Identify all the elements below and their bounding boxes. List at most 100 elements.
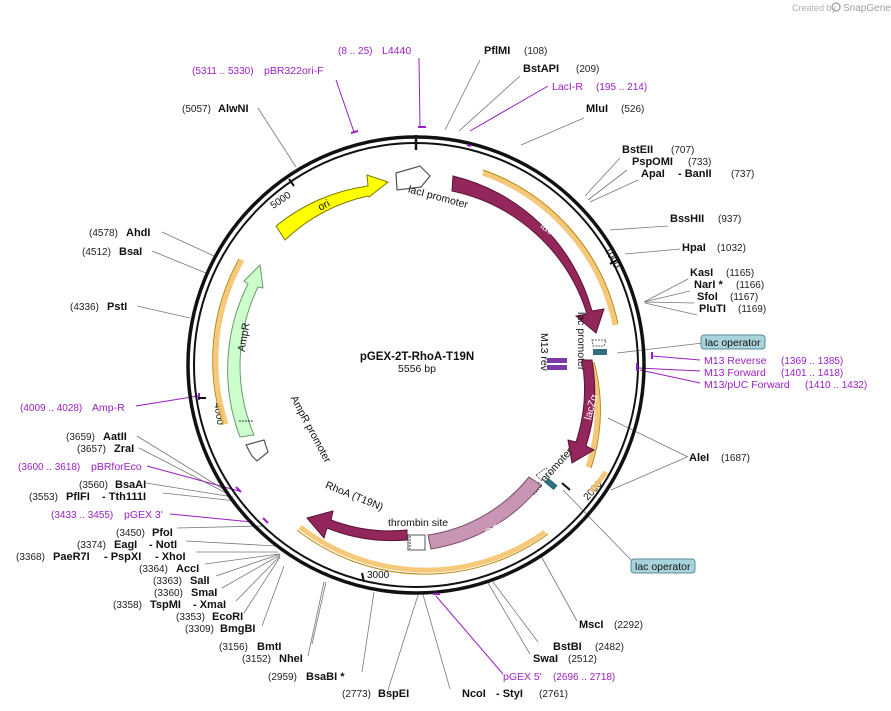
ampr-feature — [227, 263, 264, 438]
site-bstapi-pos: (209) — [576, 64, 599, 75]
site-bmti-pos: (3156) — [219, 642, 248, 653]
site-swai[interactable]: SwaI — [533, 653, 558, 665]
primer-pgex-5[interactable]: pGEX 5' — [503, 671, 542, 683]
site-swai-pos: (2512) — [568, 654, 597, 665]
primer-labels: (8 .. 25) L4440 (5311 .. 5330) pBR322ori… — [18, 45, 867, 683]
site-bmgbi-pos: (3309) — [185, 624, 214, 635]
site-nari-pos: (1166) — [736, 280, 764, 291]
site-msci[interactable]: MscI — [579, 619, 603, 631]
site-sfoi-pos: (1167) — [730, 292, 758, 303]
site-pfoi-pos: (3450) — [116, 528, 145, 539]
lac-operator-callout-2[interactable] — [630, 558, 696, 574]
site-sali-pos: (3363) — [153, 576, 182, 587]
site-sfoi[interactable]: SfoI — [697, 291, 718, 303]
site-tspmi[interactable]: TspMI — [150, 599, 181, 611]
site-aatii[interactable]: AatII — [103, 431, 127, 443]
plasmid-name: pGEX-2T-RhoA-T19N — [360, 351, 474, 363]
primer-pbrforeco-pos: (3600 .. 3618) — [18, 462, 80, 473]
primer-pbr322ori-f[interactable]: pBR322ori-F — [264, 65, 324, 77]
lac-promoter-label: lac promoter — [575, 312, 587, 371]
site-bspei[interactable]: BspEI — [378, 688, 409, 700]
primer-l4440[interactable]: L4440 — [382, 45, 411, 57]
site-bsaai[interactable]: BsaAI — [115, 479, 146, 491]
primer-pgex-3-pos: (3433 .. 3455) — [51, 510, 113, 521]
site-pspxi[interactable]: - PspXI — [104, 551, 141, 563]
site-tth111i[interactable]: - Tth111I — [102, 491, 146, 503]
site-eagi[interactable]: EagI — [114, 539, 137, 551]
site-bsabi[interactable]: BsaBI * — [306, 671, 345, 683]
snapgene-logo-icon — [831, 2, 841, 12]
primer-m13-puc-forward[interactable]: M13/pUC Forward — [704, 379, 790, 391]
site-bsshii[interactable]: BssHII — [670, 213, 704, 225]
restriction-sites-left: (2773) BspEI (2959) BsaBI * (3152) NheI … — [16, 103, 409, 700]
primer-pgex-3[interactable]: pGEX 3' — [124, 509, 163, 521]
primer-m13-reverse-pos: (1369 .. 1385) — [781, 356, 843, 367]
rhoa-feature — [306, 510, 408, 542]
site-psti[interactable]: PstI — [107, 301, 127, 313]
ori-label: ori — [316, 198, 332, 214]
site-alwni[interactable]: AlwNI — [218, 103, 249, 115]
site-ecori-pos: (3353) — [176, 612, 205, 623]
lac-operator-block-2 — [544, 477, 558, 491]
site-acci[interactable]: AccI — [176, 563, 199, 575]
site-noti[interactable]: - NotI — [149, 539, 177, 551]
site-ahdi[interactable]: AhdI — [126, 227, 150, 239]
site-xhoi[interactable]: - XhoI — [155, 551, 186, 563]
site-bsteii-pos: (707) — [671, 145, 694, 156]
primer-laci-r[interactable]: LacI-R — [552, 81, 583, 93]
lac-operator-callout-1[interactable] — [700, 334, 766, 350]
site-bsai[interactable]: BsaI — [119, 246, 142, 258]
site-pspomi[interactable]: PspOMI — [632, 156, 673, 168]
site-bstapi[interactable]: BstAPI — [523, 63, 559, 75]
site-pfoi[interactable]: PfoI — [152, 527, 173, 539]
site-xmai[interactable]: - XmaI — [193, 599, 226, 611]
site-bmti[interactable]: BmtI — [257, 641, 281, 653]
site-bsai-pos: (4512) — [82, 247, 111, 258]
primer-m13-puc-forward-pos: (1410 .. 1432) — [805, 380, 867, 391]
primer-amp-r[interactable]: Amp-R — [92, 402, 125, 414]
tick-1000: 1000 — [602, 246, 622, 271]
site-paer7i-pos: (3368) — [16, 552, 45, 563]
site-ahdi-pos: (4578) — [89, 228, 118, 239]
primer-m13-reverse[interactable]: M13 Reverse — [704, 355, 767, 367]
site-banii[interactable]: - BanII — [678, 168, 712, 180]
plasmid-size: 5556 bp — [398, 363, 436, 375]
site-sali[interactable]: SalI — [190, 575, 210, 587]
site-styi-pos: (2761) — [539, 689, 568, 700]
site-pflmi[interactable]: PflMI — [484, 45, 510, 57]
site-kasi[interactable]: KasI — [690, 267, 713, 279]
site-mlui-pos: (526) — [621, 104, 644, 115]
site-bmgbi[interactable]: BmgBI — [220, 623, 255, 635]
primer-pgex-5-pos: (2696 .. 2718) — [553, 672, 615, 683]
site-nhei[interactable]: NheI — [279, 653, 303, 665]
site-acci-pos: (3364) — [139, 564, 168, 575]
site-ecori[interactable]: EcoRI — [212, 611, 243, 623]
tick-5000: 5000 — [269, 190, 294, 212]
site-bsteii[interactable]: BstEII — [622, 144, 653, 156]
site-zrai[interactable]: ZraI — [114, 443, 134, 455]
site-alei-pos: (1687) — [721, 453, 750, 464]
primer-laci-r-pos: (195 .. 214) — [596, 82, 647, 93]
site-bsabi-pos: (2959) — [268, 672, 297, 683]
rhoa-label: RhoA (T19N) — [324, 479, 385, 513]
site-pspomi-pos: (733) — [688, 157, 711, 168]
site-bstbi[interactable]: BstBI — [553, 641, 582, 653]
site-mlui[interactable]: MluI — [586, 103, 608, 115]
site-ncoi[interactable]: NcoI — [462, 688, 486, 700]
site-alei[interactable]: AleI — [689, 452, 709, 464]
site-pluti[interactable]: PluTI — [699, 303, 726, 315]
ori-feature — [275, 174, 390, 241]
site-paer7i[interactable]: PaeR7I — [53, 551, 90, 563]
lacza-feature — [567, 359, 596, 464]
site-hpai[interactable]: HpaI — [682, 242, 706, 254]
site-styi[interactable]: - StyI — [496, 688, 523, 700]
site-eagi-pos: (3374) — [77, 540, 106, 551]
site-pflfi[interactable]: PflFI — [66, 491, 90, 503]
site-apai[interactable]: ApaI — [641, 168, 665, 180]
site-nari[interactable]: NarI * — [694, 279, 723, 291]
primer-pbrforeco[interactable]: pBRforEco — [91, 461, 142, 473]
lac-operator-text-2: lac operator — [635, 561, 691, 573]
primer-m13-forward[interactable]: M13 Forward — [704, 367, 766, 379]
site-smai[interactable]: SmaI — [191, 587, 217, 599]
